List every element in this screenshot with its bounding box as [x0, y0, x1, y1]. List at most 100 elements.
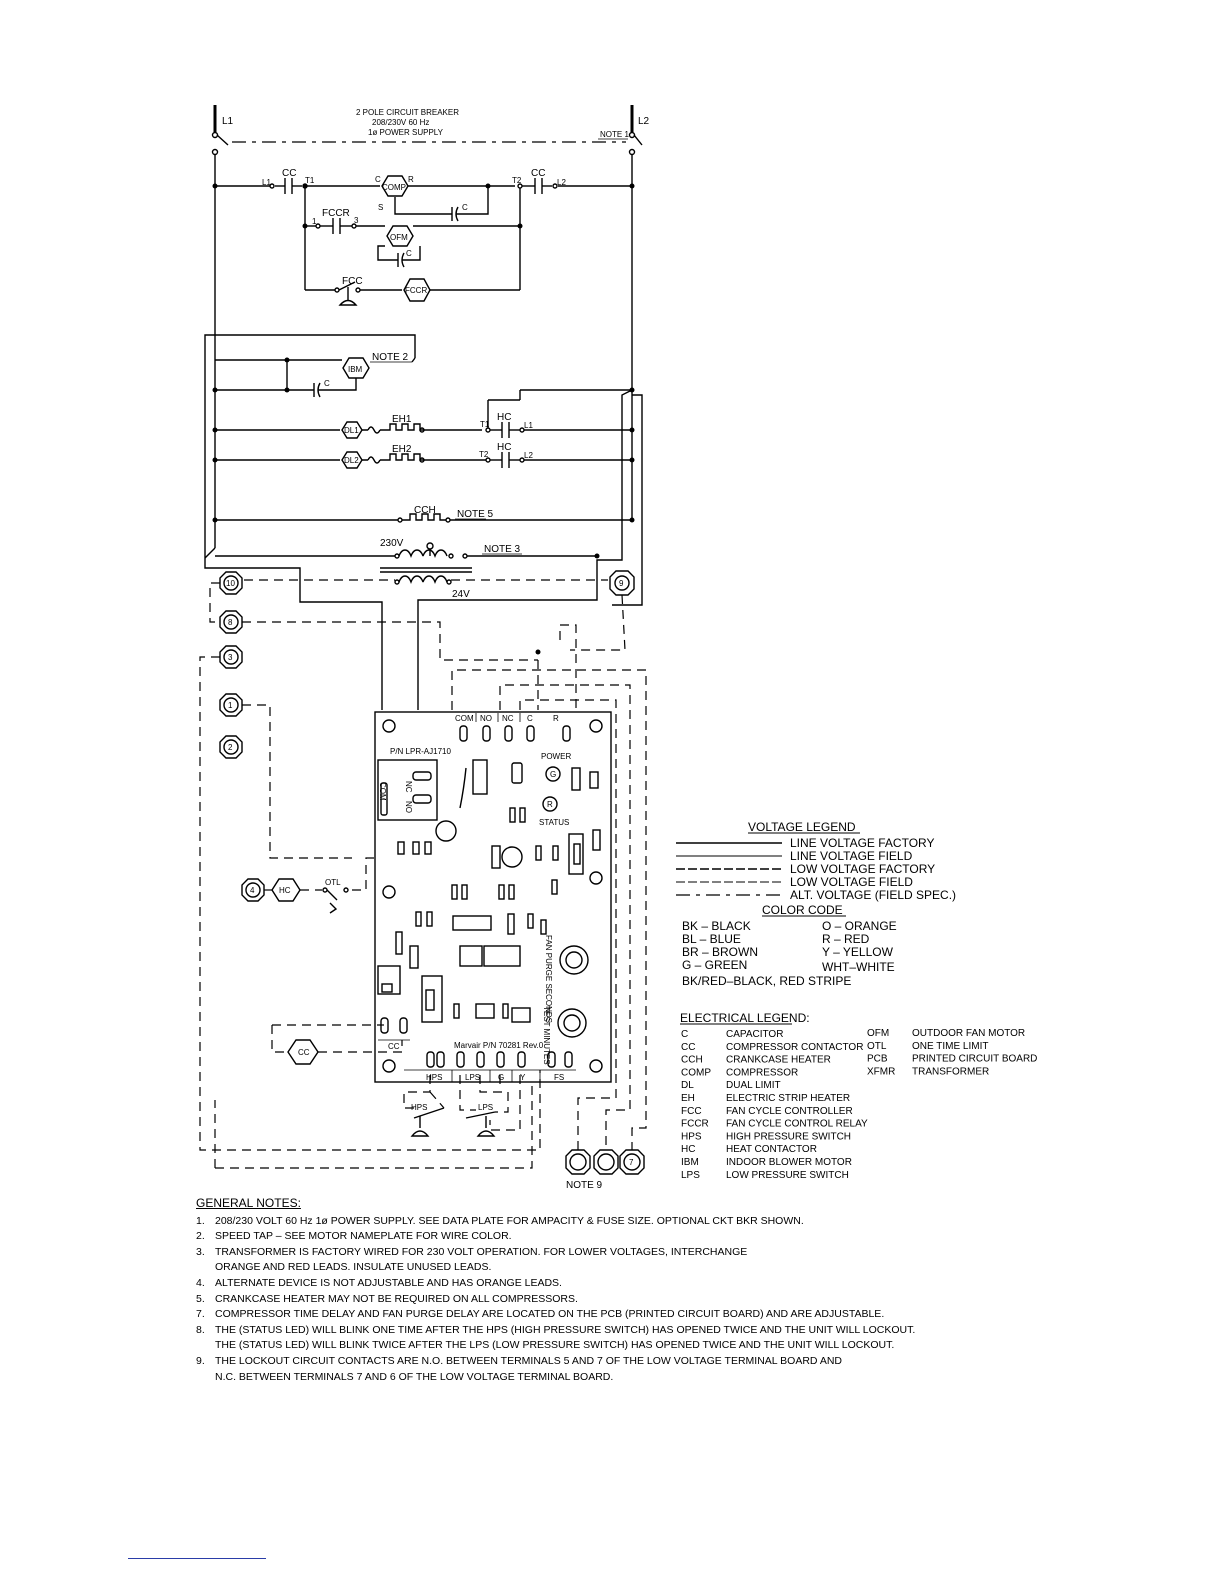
pcb-part-number: P/N LPR-AJ1710	[390, 747, 451, 756]
general-note-number: 5.	[196, 1292, 205, 1305]
general-notes-list: 1.208/230 VOLT 60 Hz 1ø POWER SUPPLY. SE…	[196, 1214, 915, 1386]
fan-circuit: FCCR 1 3 OFM C FCC FCCR	[302, 186, 523, 306]
heater-eh1: DL1 EH1 T1 L1 HC	[212, 399, 635, 439]
svg-text:1: 1	[228, 701, 233, 710]
color-o: O – ORANGE	[822, 919, 897, 933]
svg-text:T1: T1	[480, 420, 490, 429]
pcb-bottom-terminals: HPS LPS G Y FS	[404, 1051, 576, 1082]
cc-label-right: CC	[531, 168, 545, 179]
general-note-number: 2.	[196, 1230, 205, 1243]
legend-entry-abbr: LPS	[681, 1170, 700, 1181]
legend-entry-abbr: OTL	[867, 1041, 887, 1052]
svg-text:C: C	[406, 249, 412, 258]
cc-l1-label: L1	[262, 178, 271, 187]
ibm-circuit: IBM NOTE 2 C	[212, 352, 635, 400]
general-note-number: 9.	[196, 1354, 205, 1367]
svg-text:L1: L1	[524, 421, 533, 430]
legend-line-field: LINE VOLTAGE FIELD	[790, 849, 913, 863]
note9-label: NOTE 9	[566, 1180, 603, 1191]
pcb-term-com: COM	[455, 714, 474, 723]
legend-entry-abbr: IBM	[681, 1157, 699, 1168]
legend-entry-desc: PRINTED CIRCUIT BOARD	[912, 1054, 1037, 1065]
legend-entry-abbr: CCH	[681, 1055, 703, 1066]
color-bk: BK – BLACK	[682, 919, 751, 933]
general-notes-title: GENERAL NOTES:	[196, 1196, 301, 1210]
hc-coil-label: HC	[279, 886, 291, 895]
general-note-line: 2.SPEED TAP – SEE MOTOR NAMEPLATE FOR WI…	[196, 1229, 896, 1245]
pcb-cc-label: CC	[388, 1042, 400, 1051]
cc-l2-label: L2	[557, 178, 566, 187]
relay-no-label: NO	[404, 801, 413, 813]
terminal-3: 3	[219, 645, 243, 669]
hc-coil-otl: HC OTL	[271, 878, 349, 914]
eh2-label: EH2	[392, 444, 412, 455]
svg-text:3: 3	[228, 653, 233, 662]
general-note-number: 4.	[196, 1276, 205, 1289]
ofm-label: OFM	[390, 233, 408, 242]
ofm-symbol	[386, 225, 414, 247]
legend-entry-abbr: HC	[681, 1144, 695, 1155]
fccr-coil-label: FCCR	[405, 286, 427, 295]
terminal-2: 2	[219, 735, 243, 759]
general-note-text: CRANKCASE HEATER MAY NOT BE REQUIRED ON …	[215, 1292, 578, 1305]
general-note-text: THE (STATUS LED) WILL BLINK ONE TIME AFT…	[215, 1323, 916, 1336]
note9-terminals: 7 NOTE 9	[565, 1149, 645, 1191]
low-voltage-wiring	[199, 582, 647, 1169]
pcb-marvair-label: Marvair P/N 70281 Rev.0	[454, 1041, 544, 1050]
svg-text:L2: L2	[524, 451, 533, 460]
general-note-line: 5. CRANKCASE HEATER MAY NOT BE REQUIRED O…	[196, 1292, 896, 1308]
svg-text:T2: T2	[479, 450, 489, 459]
hps-switch-label: HPS	[411, 1103, 427, 1112]
legend-alt-voltage: ALT. VOLTAGE (FIELD SPEC.)	[790, 888, 956, 902]
svg-text:1: 1	[312, 217, 317, 226]
pcb-term-y: Y	[520, 1073, 526, 1082]
terminal-1: 1	[219, 693, 243, 717]
hc-coil-symbol	[271, 878, 301, 902]
otl-label: OTL	[325, 878, 341, 887]
pcb-term-r: R	[553, 714, 559, 723]
svg-text:C: C	[324, 379, 330, 388]
eh1-label: EH1	[392, 414, 412, 425]
legend-entry-desc: CAPACITOR	[726, 1029, 783, 1040]
legend-entry-desc: CRANKCASE HEATER	[726, 1055, 831, 1066]
general-note-line: 3.TRANSFORMER IS FACTORY WIRED FOR 230 V…	[196, 1245, 896, 1261]
heater-eh2: DL2 EH2 T2 L2 HC	[212, 442, 635, 469]
fcc-label: FCC	[342, 276, 363, 287]
legend-entry-desc: COMPRESSOR CONTACTOR	[726, 1042, 863, 1053]
breaker-line2: 208/230V 60 Hz	[372, 118, 429, 127]
color-y: Y – YELLOW	[822, 945, 894, 959]
legend-entry-abbr: FCCR	[681, 1119, 709, 1130]
general-note-line: THE (STATUS LED) WILL BLINK TWICE AFTER …	[215, 1339, 895, 1352]
breaker-line1: 2 POLE CIRCUIT BREAKER	[356, 108, 459, 117]
voltage-legend: VOLTAGE LEGEND LINE VOLTAGE FACTORY LINE…	[676, 820, 956, 902]
ibm-label: IBM	[348, 365, 363, 374]
color-code: COLOR CODE BK – BLACK BL – BLUE BR – BRO…	[682, 903, 897, 988]
pcb-term-nc: NC	[502, 714, 514, 723]
svg-text:R: R	[547, 800, 553, 809]
dl1-label: DL1	[344, 426, 359, 435]
general-notes: GENERAL NOTES: 1.208/230 VOLT 60 Hz 1ø P…	[196, 1196, 915, 1386]
terminal-4: 4	[241, 878, 265, 902]
compressor-circuit: CC L1 T1 COMP C R S C T2 CC L2	[212, 168, 635, 290]
v24-label: 24V	[452, 589, 470, 600]
legend-entry-desc: INDOOR BLOWER MOTOR	[726, 1157, 852, 1168]
general-note-text: 208/230 VOLT 60 Hz 1ø POWER SUPPLY. SEE …	[215, 1214, 804, 1227]
general-note-line: 1.208/230 VOLT 60 Hz 1ø POWER SUPPLY. SE…	[196, 1214, 896, 1230]
comp-c-label: C	[375, 175, 381, 184]
pcb-term-lps: LPS	[465, 1073, 480, 1082]
general-note-number: 3.	[196, 1245, 205, 1258]
l1-label: L1	[222, 116, 234, 127]
terminal-10: 10	[219, 571, 243, 595]
v230-label: 230V	[380, 538, 404, 549]
legend-entry-abbr: C	[681, 1029, 688, 1040]
terminal-8: 8	[219, 610, 243, 634]
legend-entry-desc: LOW PRESSURE SWITCH	[726, 1170, 849, 1181]
general-note-number: 8.	[196, 1323, 205, 1336]
note2-label: NOTE 2	[372, 352, 409, 363]
general-note-line: 7.COMPRESSOR TIME DELAY AND FAN PURGE DE…	[196, 1307, 896, 1323]
relay-com-label: COM	[378, 782, 387, 801]
legend-low-factory: LOW VOLTAGE FACTORY	[790, 862, 935, 876]
pcb-top-terminals: COM NO NC C R	[455, 713, 571, 742]
